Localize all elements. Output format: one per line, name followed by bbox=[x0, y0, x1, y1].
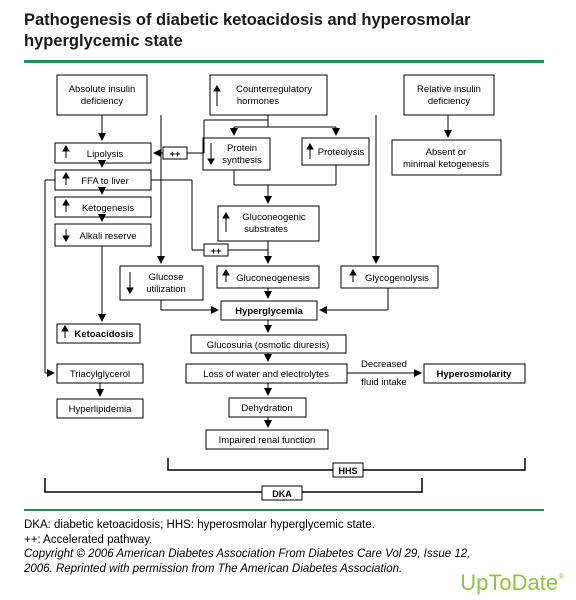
hyperosmolarity-label: Hyperosmolarity bbox=[437, 369, 513, 380]
ketogenesis-label: Ketogenesis bbox=[82, 203, 135, 214]
counterregulatory-label: Counterregulatory bbox=[236, 84, 312, 95]
glycogenolysis-label: Glycogenolysis bbox=[365, 273, 429, 284]
renal-label: Impaired renal function bbox=[219, 435, 316, 446]
logo-text: UpToDate bbox=[460, 570, 559, 595]
absent-label-2: minimal ketogenesis bbox=[403, 159, 489, 170]
glucose-util-label-2: utilization bbox=[146, 284, 186, 295]
protein-label-2: synthesis bbox=[222, 155, 262, 166]
accel-label-2: ++ bbox=[211, 246, 222, 256]
footer-line-1: DKA: diabetic ketoacidosis; HHS: hyperos… bbox=[24, 519, 375, 531]
decreased-label: Decreased bbox=[361, 359, 407, 370]
gluconeo-sub-label-2: substrates bbox=[244, 224, 288, 235]
counterregulatory-label-2: hormones bbox=[237, 96, 279, 107]
glucosuria-label: Glucosuria (osmotic diuresis) bbox=[207, 340, 329, 351]
protein-synthesis-box bbox=[202, 137, 271, 171]
absolute-insulin-box bbox=[56, 74, 148, 116]
ketoacidosis-box bbox=[56, 323, 141, 344]
relative-insulin-label: Relative insulin bbox=[417, 84, 481, 95]
title-rule-bottom bbox=[24, 509, 544, 511]
hyperlipidemia-box bbox=[56, 398, 144, 419]
counterregulatory-box bbox=[209, 74, 328, 116]
alkali-label: Alkali reserve bbox=[79, 231, 136, 242]
absolute-insulin-label: Absolute insulin bbox=[69, 84, 136, 95]
figure-footer: DKA: diabetic ketoacidosis; HHS: hyperos… bbox=[24, 518, 564, 576]
figure-title: Pathogenesis of diabetic ketoacidosis an… bbox=[24, 10, 554, 52]
absolute-insulin-label-2: deficiency bbox=[81, 96, 123, 107]
gluconeogenesis-label: Gluconeogenesis bbox=[236, 273, 310, 284]
renal-box bbox=[205, 429, 329, 450]
lipolysis-label: Lipolysis bbox=[87, 149, 124, 160]
protein-label: Protein bbox=[227, 143, 257, 154]
alkali-box bbox=[54, 223, 152, 247]
footer-line-2: ++: Accelerated pathway. bbox=[24, 533, 153, 546]
hyperglycemia-label: Hyperglycemia bbox=[235, 306, 303, 317]
title-line-1: Pathogenesis of diabetic ketoacidosis an… bbox=[24, 11, 471, 29]
relative-insulin-box bbox=[403, 74, 495, 116]
title-line-2: hyperglycemic state bbox=[24, 32, 183, 50]
dka-bracket bbox=[44, 478, 423, 493]
accel-label-1: ++ bbox=[170, 149, 181, 159]
absent-label: Absent or bbox=[426, 147, 467, 158]
footer-line-3: Copyright © 2006 American Diabetes Assoc… bbox=[24, 548, 471, 560]
absent-ketogenesis-box bbox=[391, 139, 502, 176]
logo-mark: ® bbox=[558, 572, 564, 581]
relative-insulin-label-2: deficiency bbox=[428, 96, 470, 107]
glucose-util-label: Glucose bbox=[149, 272, 184, 283]
ffa-label: FFA to liver bbox=[81, 176, 129, 187]
triacylglycerol-label: Triacylglycerol bbox=[70, 369, 130, 380]
proteolysis-label: Proteolysis bbox=[318, 147, 365, 158]
footer-line-4: 2006. Reprinted with permission from The… bbox=[24, 562, 403, 575]
uptodate-logo: UpToDate® bbox=[460, 570, 564, 596]
decreased-label-2: fluid intake bbox=[361, 377, 406, 388]
hyperlipidemia-label: Hyperlipidemia bbox=[69, 404, 133, 415]
ketoacidosis-label: Ketoacidosis bbox=[74, 329, 133, 340]
hhs-label: HHS bbox=[338, 466, 357, 476]
hyperosmolarity-box bbox=[423, 363, 526, 384]
hyperglycemia-box bbox=[220, 300, 318, 321]
dka-label: DKA bbox=[272, 489, 292, 499]
glycogenolysis-box bbox=[340, 265, 439, 289]
loss-water-label: Loss of water and electrolytes bbox=[203, 369, 329, 380]
title-rule-top bbox=[24, 60, 544, 63]
gluconeo-sub-label: Gluconeogenic bbox=[242, 212, 306, 223]
dehydration-label: Dehydration bbox=[241, 403, 292, 414]
